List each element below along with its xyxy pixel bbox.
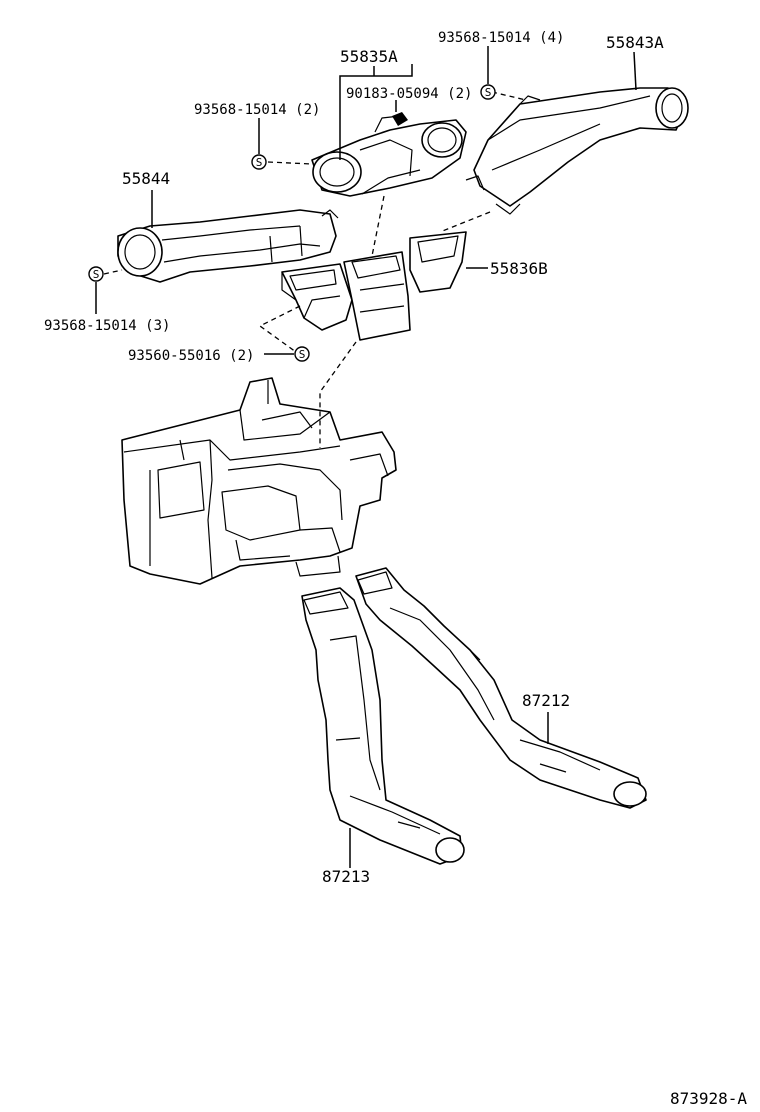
duct-55836B (281, 231, 467, 341)
label-93568-15014-2: 93568-15014 (2) (194, 102, 320, 118)
duct-55844 (117, 209, 339, 283)
duct-55835A (311, 112, 467, 197)
installation-lines (103, 91, 527, 448)
heater-unit-assembly (121, 377, 397, 585)
label-55836B: 55836B (490, 259, 548, 278)
label-93568-15014-4: 93568-15014 (4) (438, 30, 564, 46)
leader-lines (95, 46, 637, 868)
screw-symbol-mid-left: S (251, 154, 267, 170)
drawing-number: 873928-A (670, 1089, 747, 1108)
label-87212: 87212 (522, 691, 570, 710)
label-93560-55016: 93560-55016 (2) (128, 348, 254, 364)
label-87213: 87213 (322, 867, 370, 886)
screw-symbol-left: S (88, 266, 104, 282)
svg-text:S: S (299, 348, 306, 361)
floor-duct-87212 (355, 567, 647, 809)
svg-text:S: S (256, 156, 263, 169)
label-90183-05094: 90183-05094 (2) (346, 86, 472, 102)
label-55835A: 55835A (340, 47, 398, 66)
screw-symbol-top-right: S (480, 84, 496, 100)
label-93568-15014-3: 93568-15014 (3) (44, 318, 170, 334)
label-55844: 55844 (122, 169, 170, 188)
screw-symbol-lower: S (294, 346, 310, 362)
floor-duct-87213 (301, 587, 465, 865)
svg-text:S: S (485, 86, 492, 99)
duct-55843A (465, 87, 689, 215)
svg-text:S: S (93, 268, 100, 281)
label-55843A: 55843A (606, 33, 664, 52)
